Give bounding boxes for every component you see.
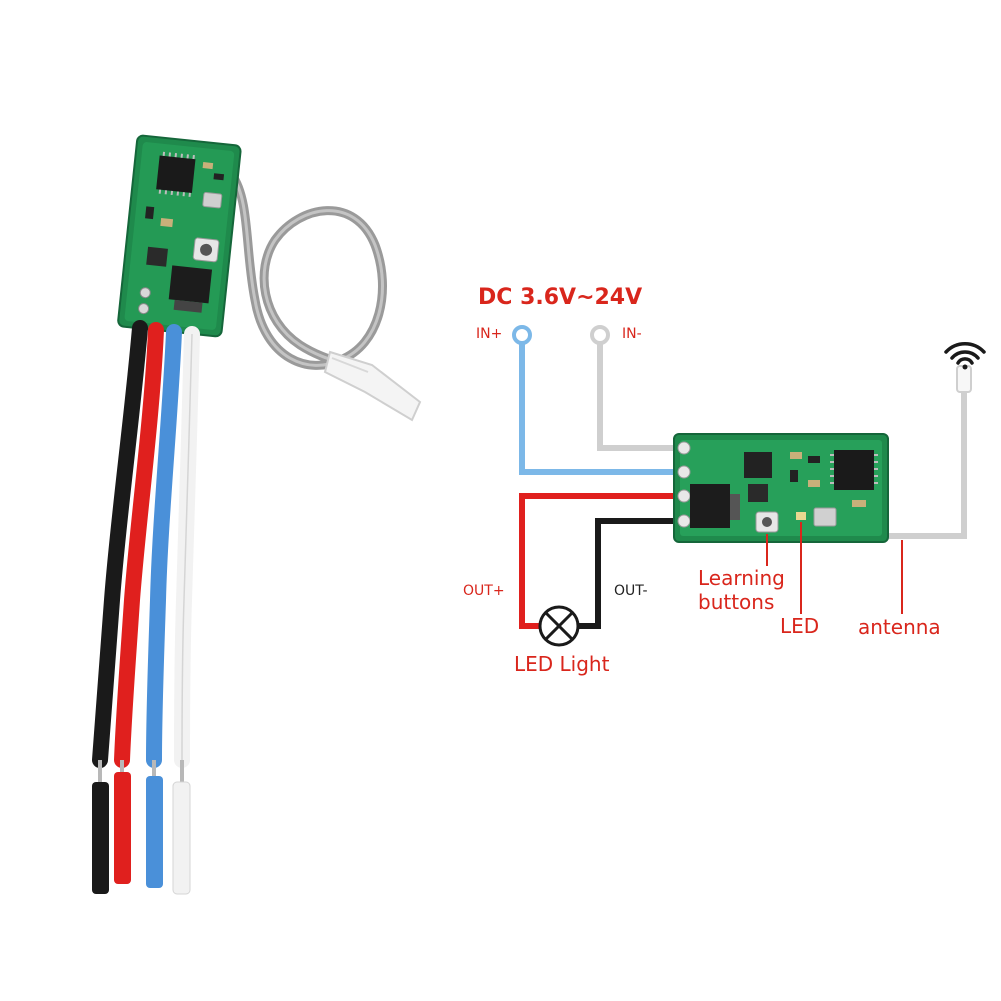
led-indicator-label: LED — [780, 614, 820, 638]
wire-end-blue — [146, 776, 163, 888]
out-plus-label: OUT+ — [463, 583, 505, 599]
antenna-wire — [882, 384, 967, 539]
lamp-icon — [538, 605, 580, 647]
antenna-tip-diagram — [956, 365, 972, 393]
in-plus-label: IN+ — [476, 326, 503, 342]
wire-end-white — [172, 781, 191, 895]
antenna-tip — [323, 350, 422, 422]
supply-voltage-label: DC 3.6V~24V — [478, 285, 643, 310]
learning-buttons-label-line2: buttons — [698, 590, 775, 614]
wire-end-black — [92, 782, 109, 894]
wire-black — [92, 320, 148, 768]
learning-buttons-label-line1: Learning — [698, 566, 785, 590]
pcb-diagram — [673, 433, 889, 543]
wire-blue — [146, 324, 182, 768]
out-minus-wire — [578, 518, 684, 629]
led-light-label: LED Light — [514, 652, 610, 676]
out-plus-wire — [519, 493, 684, 629]
antenna-label: antenna — [858, 615, 941, 639]
wire-bundle — [92, 320, 200, 895]
in-minus-label: IN- — [622, 326, 642, 342]
wire-red — [114, 322, 164, 768]
in-minus-terminal — [590, 325, 610, 345]
module-photo — [92, 134, 422, 895]
wire-end-red — [114, 772, 131, 884]
in-minus-wire — [597, 343, 684, 451]
wiring-diagram — [512, 325, 986, 647]
antenna-cable-loop — [227, 170, 387, 371]
wifi-signal-icon — [944, 342, 986, 370]
out-minus-label: OUT- — [614, 583, 648, 599]
in-plus-wire — [519, 343, 684, 475]
pcb-photo — [117, 134, 242, 338]
in-plus-terminal — [512, 325, 532, 345]
